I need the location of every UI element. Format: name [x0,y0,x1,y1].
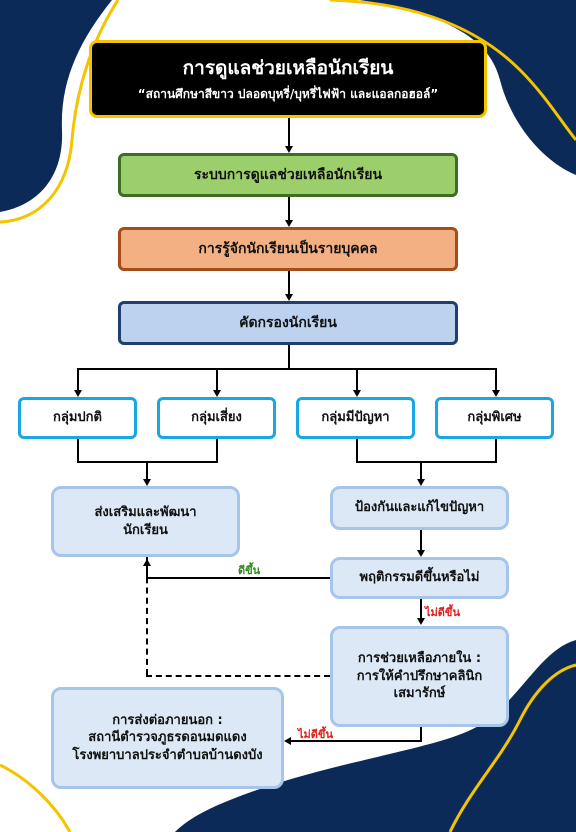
inner-help-box: การช่วยเหลือภายใน : การให้คำปรึกษาคลินิก… [330,626,509,727]
group-risk-box: กลุ่มเสี่ยง [157,397,276,439]
promote-box: ส่งเสริมและพัฒนา นักเรียน [51,486,240,557]
group-special-box: กลุ่มพิเศษ [435,397,554,439]
label-not-better-2: ไม่ดีขึ้น [298,728,333,741]
arrow-head-inner [417,618,425,625]
connector-title-system [288,118,290,146]
inner-help-line3: เสมารักษ์ [393,686,446,702]
prevent-box: ป้องกันและแก้ไขปัญหา [330,486,509,530]
connector-left-pair-drop1 [77,439,79,462]
outer-help-line2: สถานีตำรวจภูธรดอนมดแดง [88,730,247,746]
connector-system-know [288,197,290,220]
connector-behavior-inner [420,599,422,618]
arrow-head-group2 [213,390,221,397]
label-not-better-1: ไม่ดีขึ้น [425,606,460,619]
behavior-box: พฤติกรรมดีขึ้นหรือไม่ [330,557,509,599]
title-box: การดูแลช่วยเหลือนักเรียน “สถานศึกษาสีขาว… [89,40,487,118]
title-main: การดูแลช่วยเหลือนักเรียน [182,57,394,80]
arrow-head-outer [284,737,291,745]
outer-help-line1: การส่งต่อภายนอก : [112,712,223,728]
dashed-feedback-horizontal [146,675,330,677]
connector-better-horizontal [146,577,330,579]
arrow-head-system [285,146,293,153]
arrow-head-know [285,220,293,227]
arrow-head-group1 [74,390,82,397]
arrow-head-group4 [492,390,500,397]
top-right-wave [360,0,576,175]
connector-group2-drop [216,368,218,390]
title-subtitle: “สถานศึกษาสีขาว ปลอดบุหรี่/บุหรี่ไฟฟ้า แ… [137,86,439,101]
label-better: ดีขึ้น [238,564,261,577]
group-problem-box: กลุ่มมีปัญหา [296,397,415,439]
inner-help-line1: การช่วยเหลือภายใน : [357,651,482,667]
step-system-box: ระบบการดูแลช่วยเหลือนักเรียน [118,153,458,197]
connector-group4-drop [495,368,497,390]
connector-right-pair-join [356,461,497,463]
outer-help-box: การส่งต่อภายนอก : สถานีตำรวจภูธรดอนมดแดง… [51,687,284,789]
step-know-box: การรู้จักนักเรียนเป็นรายบุคคล [118,227,458,271]
top-left-yellow-curve [0,0,120,224]
connector-know-screen [288,271,290,294]
connector-prevent-behavior [420,530,422,550]
arrow-head-behavior [417,550,425,557]
arrow-head-screen [285,294,293,301]
bottom-left-yellow-curve [0,763,72,832]
top-right-yellow-curve [329,0,576,141]
group-normal-box: กลุ่มปกติ [18,397,137,439]
connector-group1-drop [77,368,79,390]
arrow-head-promote [143,479,151,486]
connector-inner-outer [291,740,422,742]
inner-help-line2: การให้คำปรึกษาคลินิก [356,668,483,684]
connector-inner-down [420,727,422,741]
connector-screen-down [288,345,290,369]
arrow-head-group3 [353,390,361,397]
top-left-wave [0,0,112,212]
outer-help-line3: โรงพยาบาลประจำตำบลบ้านดงบัง [72,747,263,763]
dashed-feedback-vertical [146,557,148,675]
connector-left-pair-down [146,461,148,479]
connector-groups-horizontal [77,368,497,370]
step-screen-box: คัดกรองนักเรียน [118,301,458,345]
connector-group3-drop [356,368,358,390]
connector-left-pair-drop2 [216,439,218,462]
arrow-head-prevent [417,479,425,486]
promote-line1: ส่งเสริมและพัฒนา [94,504,197,520]
connector-right-pair-drop2 [495,439,497,462]
promote-line2: นักเรียน [123,522,168,538]
bottom-right-yellow-curve [448,663,576,832]
connector-right-pair-down [420,461,422,479]
connector-right-pair-drop1 [356,439,358,462]
